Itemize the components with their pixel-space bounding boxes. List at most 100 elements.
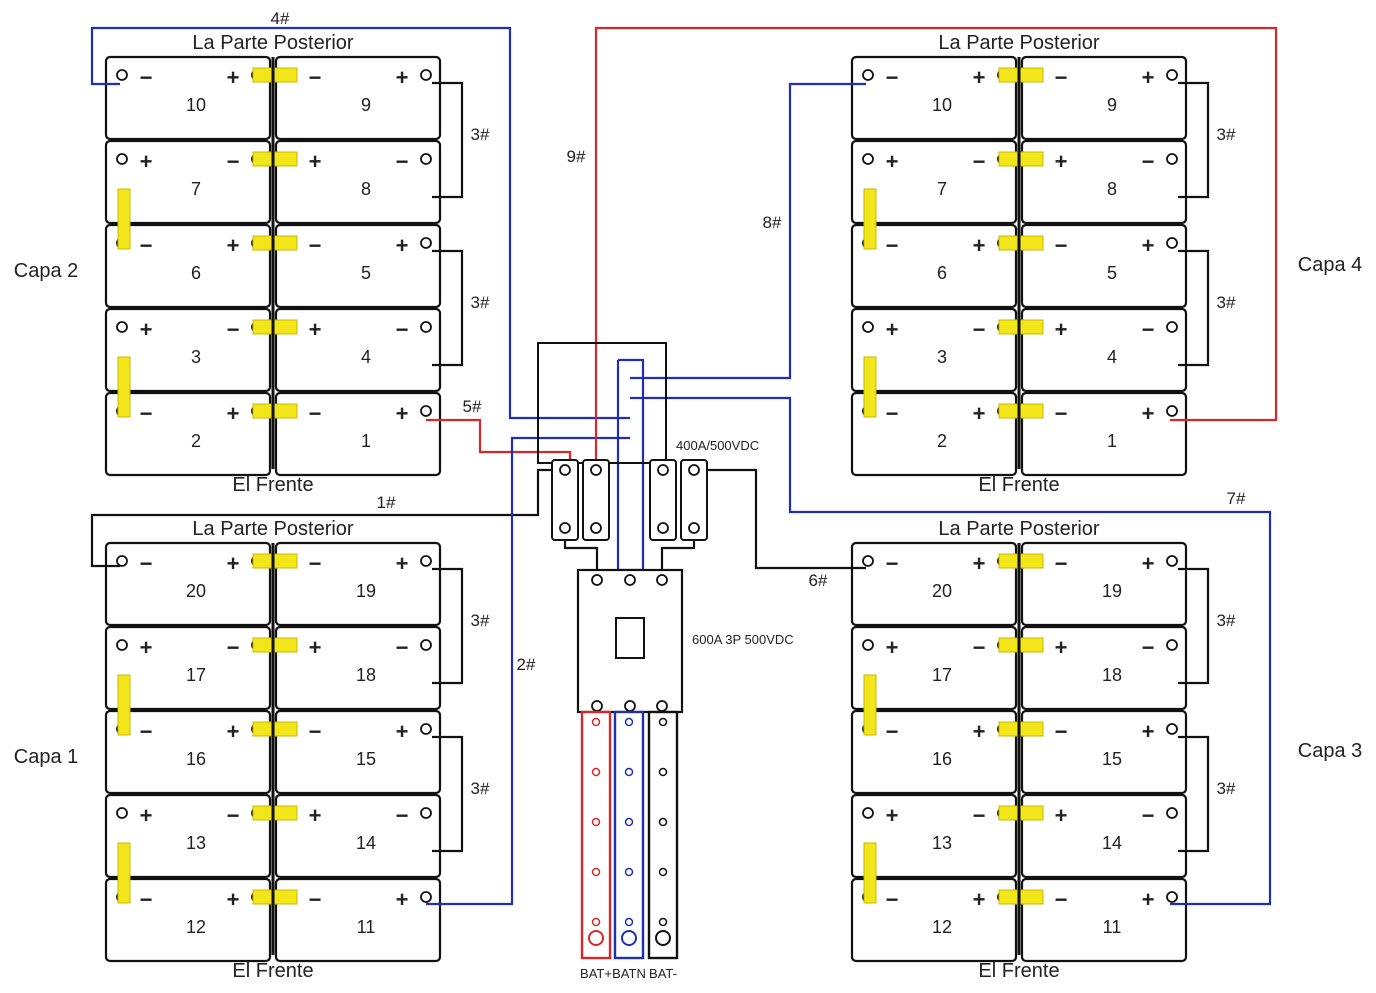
wire-1 (90, 468, 565, 568)
polarity-sign: + (396, 551, 409, 576)
breaker-terminal (656, 574, 668, 586)
polarity-sign: + (140, 635, 153, 660)
breaker-terminal (656, 700, 668, 712)
polarity-sign: + (309, 803, 322, 828)
fuse-terminal (657, 522, 669, 534)
battery-number: 14 (356, 833, 376, 853)
terminal (116, 321, 128, 333)
cell-link (252, 721, 298, 737)
battery-number: 6 (191, 263, 201, 283)
battery-cell (274, 223, 442, 309)
edge-link (117, 356, 131, 418)
terminal (1166, 807, 1178, 819)
battery-number: 13 (932, 833, 952, 853)
cell-link (252, 553, 298, 569)
polarity-sign: − (886, 401, 899, 426)
battery-number: 5 (1107, 263, 1117, 283)
fuse-terminal (559, 464, 571, 476)
terminal (420, 723, 432, 735)
polarity-sign: + (1055, 149, 1068, 174)
link-wire-3 (1178, 249, 1210, 367)
busbar-hole (658, 717, 668, 727)
polarity-sign: + (1142, 401, 1155, 426)
wire-label-8: 8# (763, 213, 782, 232)
edge-link (117, 674, 131, 736)
battery-cell (104, 709, 272, 795)
polarity-sign: + (886, 149, 899, 174)
busbar-lug (621, 930, 637, 946)
terminal (420, 405, 432, 417)
battery-cell (850, 55, 1018, 141)
polarity-sign: + (1055, 635, 1068, 660)
battery-number: 3 (937, 347, 947, 367)
link-wire-3 (432, 567, 464, 685)
polarity-sign: − (1142, 635, 1155, 660)
wire-8 (630, 82, 866, 380)
busbar-label: BATN (612, 966, 646, 981)
terminal (862, 807, 874, 819)
polarity-sign: + (309, 317, 322, 342)
polarity-sign: + (1142, 719, 1155, 744)
terminal (862, 639, 874, 651)
polarity-sign: − (1142, 149, 1155, 174)
battery-cell (104, 223, 272, 309)
cell-link (252, 637, 298, 653)
battery-number: 15 (1102, 749, 1122, 769)
battery-cell (1020, 391, 1188, 477)
wire-6 (694, 468, 866, 570)
polarity-sign: + (886, 803, 899, 828)
battery-number: 16 (186, 749, 206, 769)
edge-link (863, 842, 877, 904)
wire-label-5: 5# (463, 397, 482, 416)
link-label-3: 3# (471, 779, 490, 798)
battery-cell (104, 307, 272, 393)
battery-number: 19 (356, 581, 376, 601)
polarity-sign: − (886, 719, 899, 744)
busbar-hole (624, 867, 634, 877)
terminal (1166, 405, 1178, 417)
polarity-sign: − (140, 551, 153, 576)
link-label-3: 3# (1217, 611, 1236, 630)
link-wire-3 (1178, 567, 1210, 685)
polarity-sign: + (227, 401, 240, 426)
polarity-sign: − (396, 803, 409, 828)
polarity-sign: + (973, 401, 986, 426)
busbar-hole (658, 767, 668, 777)
polarity-sign: − (227, 803, 240, 828)
polarity-sign: + (140, 149, 153, 174)
polarity-sign: + (1142, 887, 1155, 912)
cell-link (998, 637, 1044, 653)
cell-link (998, 403, 1044, 419)
polarity-sign: − (973, 149, 986, 174)
cell-link (998, 319, 1044, 335)
cell-link (998, 235, 1044, 251)
battery-number: 20 (186, 581, 206, 601)
polarity-sign: − (1142, 803, 1155, 828)
terminal (1166, 321, 1178, 333)
busbar-hole (591, 717, 601, 727)
polarity-sign: + (973, 233, 986, 258)
battery-number: 18 (356, 665, 376, 685)
bank-front-label: El Frente (978, 960, 1059, 982)
battery-number: 11 (1103, 917, 1122, 937)
fuse (680, 459, 708, 541)
battery-cell (1020, 625, 1188, 711)
battery-number: 18 (1102, 665, 1122, 685)
wire-2 (426, 436, 630, 906)
battery-number: 9 (361, 95, 371, 115)
busbar-label: BAT- (649, 966, 677, 981)
fuse-terminal (688, 522, 700, 534)
terminal (420, 555, 432, 567)
polarity-sign: − (973, 635, 986, 660)
bank-front-label: El Frente (978, 474, 1059, 496)
polarity-sign: + (227, 233, 240, 258)
battery-number: 4 (361, 347, 371, 367)
polarity-sign: + (1055, 317, 1068, 342)
cell-link (252, 235, 298, 251)
terminal (1166, 891, 1178, 903)
battery-number: 8 (361, 179, 371, 199)
bank-name: Capa 4 (1298, 254, 1363, 276)
battery-number: 14 (1102, 833, 1122, 853)
battery-number: 13 (186, 833, 206, 853)
battery-number: 5 (361, 263, 371, 283)
